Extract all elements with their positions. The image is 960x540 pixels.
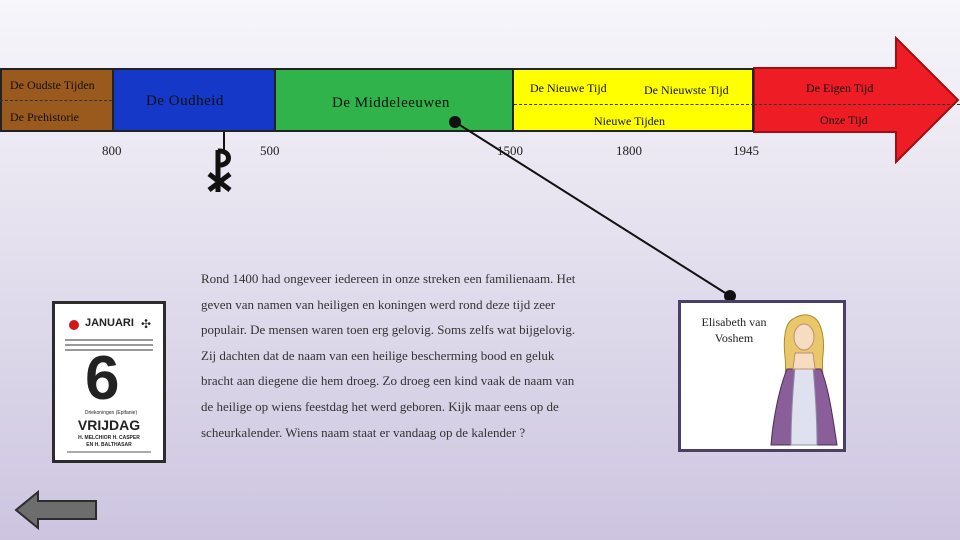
label-oudheid: De Oudheid bbox=[146, 93, 224, 109]
calendar-saints-2: EN H. BALTHASAR bbox=[86, 442, 132, 448]
divider-eigen-tijd bbox=[754, 104, 960, 105]
label-prehistorie: De Prehistorie bbox=[10, 110, 79, 124]
person-card: Elisabeth van Voshem bbox=[678, 300, 846, 452]
label-nieuwe-tijden: Nieuwe Tijden bbox=[594, 114, 666, 128]
story-line: Zij dachten dat de naam van een heilige … bbox=[201, 347, 555, 363]
eigen-tijd-arrow bbox=[753, 36, 960, 164]
divider-nieuwe-tijd bbox=[514, 104, 754, 105]
label-nieuwe-tijd: De Nieuwe Tijd bbox=[530, 81, 607, 95]
label-middeleeuwen: De Middeleeuwen bbox=[332, 95, 450, 111]
card-marker-dot bbox=[724, 290, 736, 302]
calendar-weekday-small: Driekoningen (Epifanie) bbox=[84, 410, 138, 416]
calendar-month: JANUARI bbox=[85, 317, 134, 329]
calendar-info-lines bbox=[65, 336, 153, 354]
calendar-saints-1: H. MELCHIOR H. CASPER bbox=[78, 435, 140, 441]
calendar-weekday: VRIJDAG bbox=[77, 417, 141, 433]
story-line: populair. De mensen waren toen erg gelov… bbox=[201, 322, 576, 338]
back-arrow-icon[interactable] bbox=[14, 490, 98, 530]
label-nieuwste-tijd: De Nieuwste Tijd bbox=[644, 83, 729, 97]
year-500: 500 bbox=[260, 143, 280, 158]
calendar-footer-lines bbox=[67, 451, 151, 453]
oudheid-tick bbox=[223, 132, 225, 150]
calendar-header-icon-right: ✣ bbox=[141, 317, 152, 331]
year-1500: 1500 bbox=[497, 143, 523, 158]
person-name-1: Elisabeth van bbox=[701, 315, 767, 329]
calendar-day: 6 bbox=[85, 344, 120, 413]
segment-middeleeuwen bbox=[276, 68, 514, 132]
label-onze-tijd: Onze Tijd bbox=[820, 113, 868, 127]
person-name-2: Voshem bbox=[714, 331, 754, 345]
label-eigen-tijd: De Eigen Tijd bbox=[806, 81, 874, 95]
story-line: de heilige op wiens feestdag het werd ge… bbox=[201, 398, 559, 414]
year-1945: 1945 bbox=[733, 143, 759, 158]
chi-rho-icon bbox=[207, 148, 232, 192]
divider-prehistorie bbox=[0, 100, 112, 101]
story-line: Rond 1400 had ongeveer iedereen in onze … bbox=[201, 271, 576, 286]
timeline-marker-dot bbox=[449, 116, 461, 128]
story-line: geven van namen van heiligen en koningen… bbox=[201, 296, 556, 312]
story-line: bracht aan diegene die hem droeg. Zo dro… bbox=[201, 373, 575, 389]
year-1800: 1800 bbox=[616, 143, 642, 158]
label-oudste-tijden: De Oudste Tijden bbox=[10, 78, 95, 92]
calendar-header-icon bbox=[69, 320, 79, 330]
segment-oudheid bbox=[112, 68, 276, 132]
tear-off-calendar: JANUARI ✣ 6 Driekoningen (Epifanie) VRIJ… bbox=[52, 301, 166, 463]
story-line: scheurkalender. Wiens naam staat er vand… bbox=[201, 424, 526, 440]
year-800: 800 bbox=[102, 143, 122, 158]
elisabeth-portrait bbox=[770, 314, 838, 446]
segment-nieuwe-tijd bbox=[514, 68, 754, 132]
story-text: Rond 1400 had ongeveer iedereen in onze … bbox=[201, 266, 621, 445]
